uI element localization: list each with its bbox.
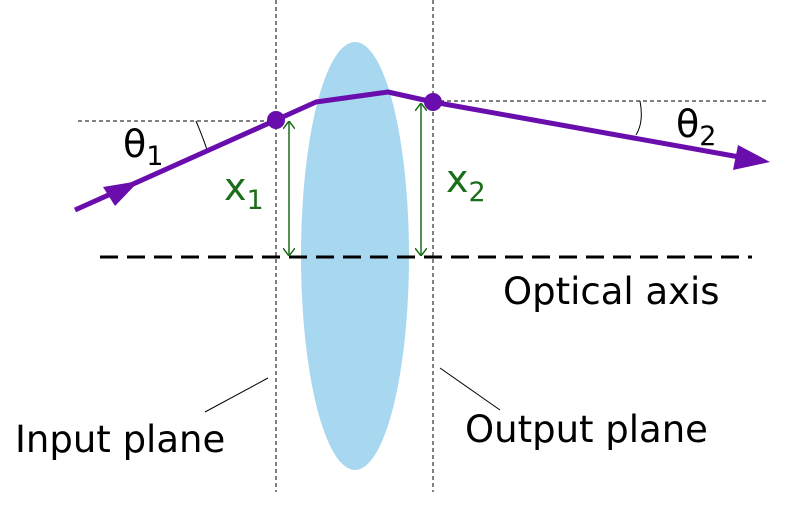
theta2-angle-arc [635, 100, 642, 136]
ray-arrowhead-outgoing [733, 145, 770, 170]
optical-axis-label: Optical axis [503, 270, 720, 313]
x1-label: x1 [224, 165, 264, 216]
theta2-label: θ2 [676, 102, 716, 152]
light-ray [73, 89, 746, 213]
output-plane-leader [439, 367, 501, 411]
ray-arrowhead-incoming [103, 181, 139, 206]
theta1-angle-arc [195, 120, 209, 154]
input-plane-label: Input plane [15, 418, 225, 461]
output-plane-label: Output plane [465, 408, 708, 451]
input-plane-leader [204, 377, 269, 413]
theta1-label: θ1 [123, 122, 163, 172]
output-point [424, 93, 442, 111]
x2-label: x2 [446, 157, 486, 208]
input-point [267, 111, 285, 129]
